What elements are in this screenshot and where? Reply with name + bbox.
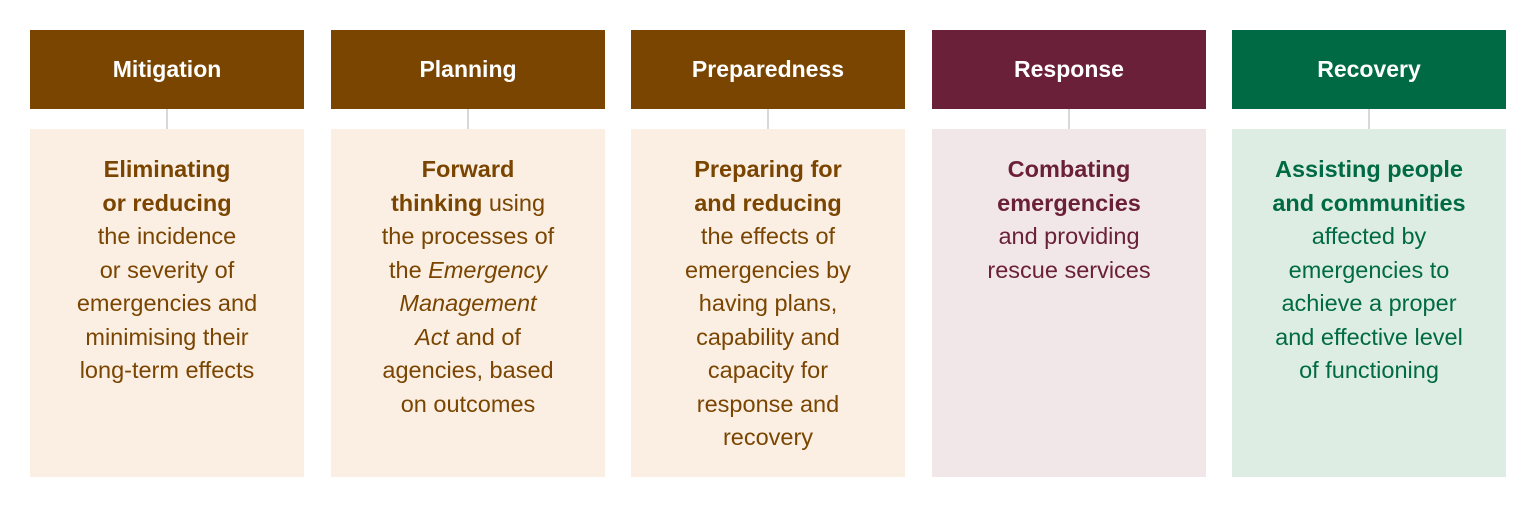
text-segment: affected by: [1311, 223, 1427, 249]
text-segment: or reducing: [102, 189, 232, 216]
description-line: or reducing: [30, 187, 304, 221]
description-line: capability and: [631, 321, 905, 355]
text-segment: using: [482, 189, 546, 216]
description-line: the Emergency: [331, 254, 605, 288]
phase-description: Assisting people and communities affected …: [1232, 129, 1506, 477]
text-segment: having plans,: [698, 290, 838, 316]
text-segment: thinking: [390, 189, 483, 216]
description-line: and reducing: [631, 187, 905, 221]
text-segment: emergencies to: [1288, 256, 1450, 283]
description-line: the incidence: [30, 220, 304, 254]
text-segment: and communities: [1272, 189, 1466, 216]
text-segment: the effects of: [700, 223, 836, 249]
text-segment: Act: [415, 323, 450, 350]
text-segment: of functioning: [1299, 357, 1439, 383]
text-segment: or severity of: [99, 256, 235, 283]
description-line: and providing: [932, 220, 1206, 254]
text-segment: capacity for: [707, 357, 829, 383]
text-segment: and effective level: [1275, 323, 1463, 350]
phase-header: Preparedness: [631, 30, 905, 109]
description-line: Forward: [331, 153, 605, 187]
text-segment: on outcomes: [400, 390, 536, 417]
text-segment: emergencies by: [685, 256, 851, 283]
description-line: minimising their: [30, 321, 304, 355]
phase-description: Eliminating or reducing the incidence or se…: [30, 129, 304, 477]
description-line: or severity of: [30, 254, 304, 288]
connector-line: [1068, 109, 1070, 129]
description-line: Management: [331, 287, 605, 321]
description-line: capacity for: [631, 354, 905, 388]
text-segment: the processes of: [381, 223, 555, 249]
text-segment: recovery: [722, 424, 814, 450]
description-line: emergencies and: [30, 287, 304, 321]
description-line: Preparing for: [631, 153, 905, 187]
phase-header: Planning: [331, 30, 605, 109]
text-segment: Eliminating: [103, 156, 231, 182]
description-line: Assisting people: [1232, 153, 1506, 187]
description-line: having plans,: [631, 287, 905, 321]
text-segment: emergencies and: [76, 290, 258, 316]
text-segment: Management: [399, 290, 537, 316]
text-segment: Assisting people: [1274, 156, 1464, 182]
description-line: and effective level: [1232, 321, 1506, 355]
text-segment: and of: [449, 323, 521, 350]
connector-line: [1368, 109, 1370, 129]
description-line: and communities: [1232, 187, 1506, 221]
text-segment: response and: [696, 390, 840, 417]
description-line: the processes of: [331, 220, 605, 254]
description-line: affected by: [1232, 220, 1506, 254]
text-segment: achieve a proper: [1281, 290, 1457, 316]
phase-header: Recovery: [1232, 30, 1506, 109]
text-segment: Combating: [1007, 156, 1131, 182]
text-segment: Forward: [421, 156, 515, 182]
description-line: rescue services: [932, 254, 1206, 288]
description-line: of functioning: [1232, 354, 1506, 388]
description-line: agencies, based: [331, 354, 605, 388]
phase-header: Response: [932, 30, 1206, 109]
description-line: response and: [631, 388, 905, 422]
phase-description: Preparing for and reducing the effects of e…: [631, 129, 905, 477]
description-line: the effects of: [631, 220, 905, 254]
description-line: achieve a proper: [1232, 287, 1506, 321]
text-segment: emergencies: [997, 189, 1141, 216]
text-segment: rescue services: [987, 256, 1151, 283]
description-line: Act and of: [331, 321, 605, 355]
description-line: long-term effects: [30, 354, 304, 388]
phase-description: Combating emergencies and providing rescue …: [932, 129, 1206, 477]
connector-line: [467, 109, 469, 129]
description-line: emergencies: [932, 187, 1206, 221]
text-segment: Emergency: [428, 256, 548, 283]
text-segment: agencies, based: [382, 357, 554, 383]
description-line: emergencies by: [631, 254, 905, 288]
text-segment: capability and: [696, 323, 840, 350]
text-segment: Preparing for: [694, 156, 842, 182]
text-segment: and reducing: [694, 189, 842, 216]
text-segment: minimising their: [85, 323, 249, 350]
description-line: recovery: [631, 421, 905, 455]
description-line: Combating: [932, 153, 1206, 187]
text-segment: long-term effects: [79, 357, 255, 383]
text-segment: and providing: [998, 223, 1140, 249]
description-line: on outcomes: [331, 388, 605, 422]
description-line: thinking using: [331, 187, 605, 221]
description-line: Eliminating: [30, 153, 304, 187]
connector-line: [166, 109, 168, 129]
text-segment: the: [388, 256, 429, 283]
connector-line: [767, 109, 769, 129]
text-segment: the incidence: [97, 223, 237, 249]
description-line: emergencies to: [1232, 254, 1506, 288]
phase-header: Mitigation: [30, 30, 304, 109]
